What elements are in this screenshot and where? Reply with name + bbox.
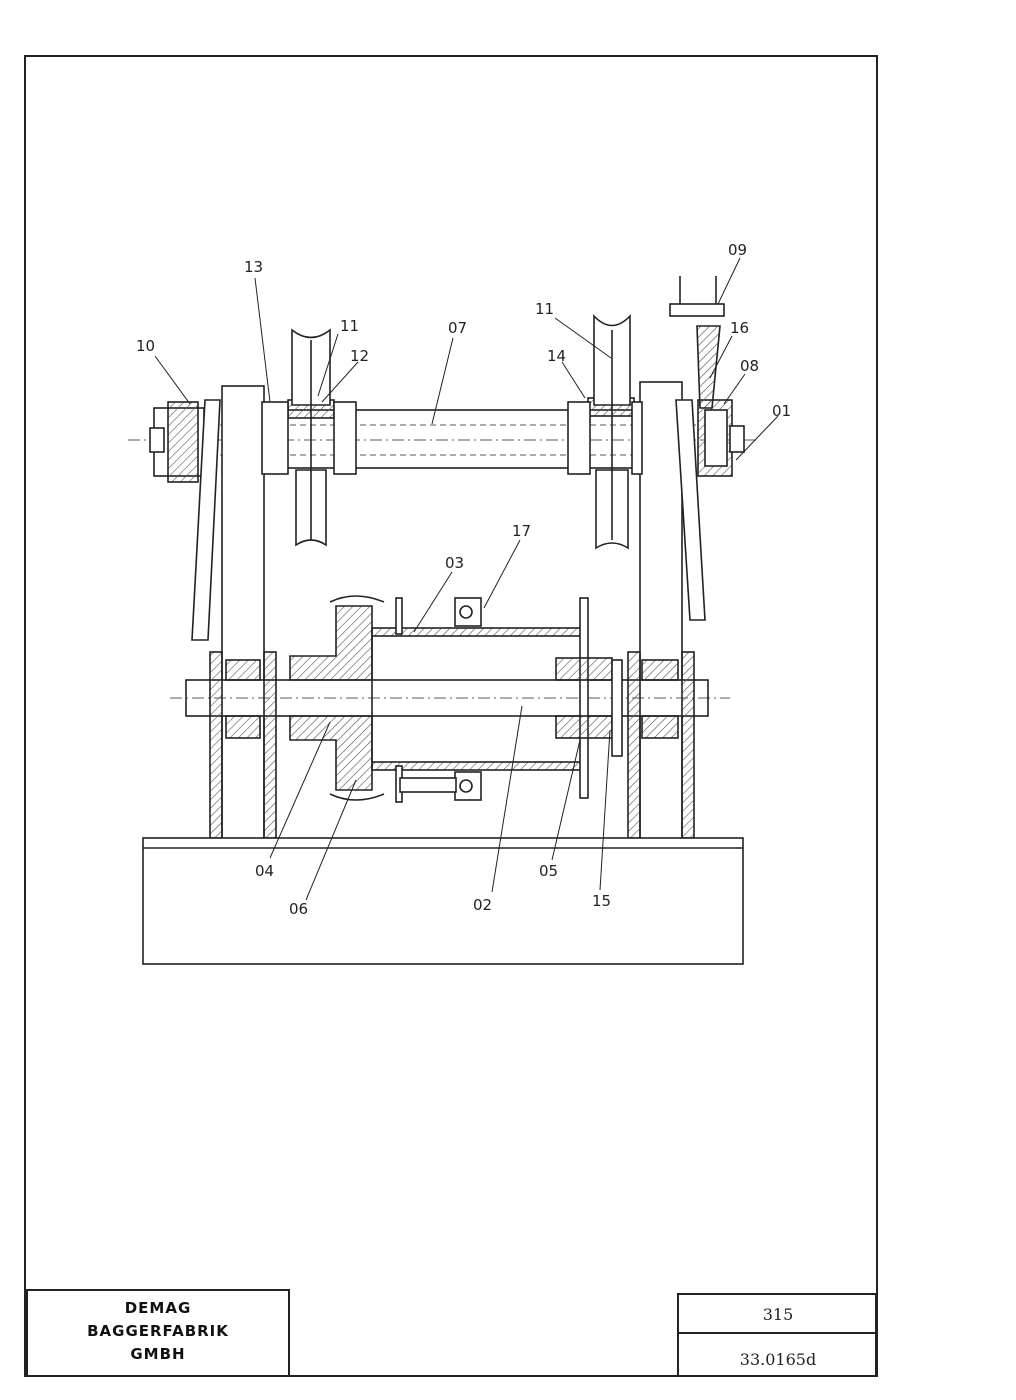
lever-arm [696,325,721,409]
callout-01: 01 [772,402,791,420]
company-line-2: BAGGERFABRIK [87,1322,229,1340]
right-hub [555,657,623,757]
callout-11a: 11 [340,317,359,335]
company-line-1: DEMAG [124,1299,192,1317]
callout-10: 10 [136,337,155,355]
leader-lines [154,257,779,901]
callouts: 01 02 03 04 05 06 07 08 09 10 11 11 12 1… [136,241,791,918]
drawing-number: 315 [762,1305,794,1324]
drawing-code: 33.0165d [739,1350,817,1369]
callout-11b: 11 [535,300,554,318]
callout-03: 03 [445,554,464,572]
right-frame-plate [639,381,683,843]
callout-07: 07 [448,319,467,337]
title-block [26,1289,877,1377]
callout-06: 06 [289,900,308,918]
left-frame-plate [191,399,221,641]
mechanism [128,276,760,965]
company-name: DEMAG BAGGERFABRIK GMBH [30,1297,286,1366]
drawing-frame [24,55,878,1377]
base-beam [142,837,744,965]
drum [371,597,589,803]
right-sheave [567,313,643,550]
callout-09: 09 [728,241,747,259]
left-hub [289,595,385,801]
callout-05: 05 [539,862,558,880]
callout-04: 04 [255,862,274,880]
callout-12: 12 [350,347,369,365]
company-line-3: GMBH [130,1345,186,1363]
callout-16: 16 [730,319,749,337]
callout-08: 08 [740,357,759,375]
callout-17: 17 [512,522,531,540]
callout-13: 13 [244,258,263,276]
callout-02: 02 [473,896,492,914]
left-sheave [261,328,357,547]
callout-14: 14 [547,347,566,365]
lever-pin [669,303,725,317]
callout-15: 15 [592,892,611,910]
